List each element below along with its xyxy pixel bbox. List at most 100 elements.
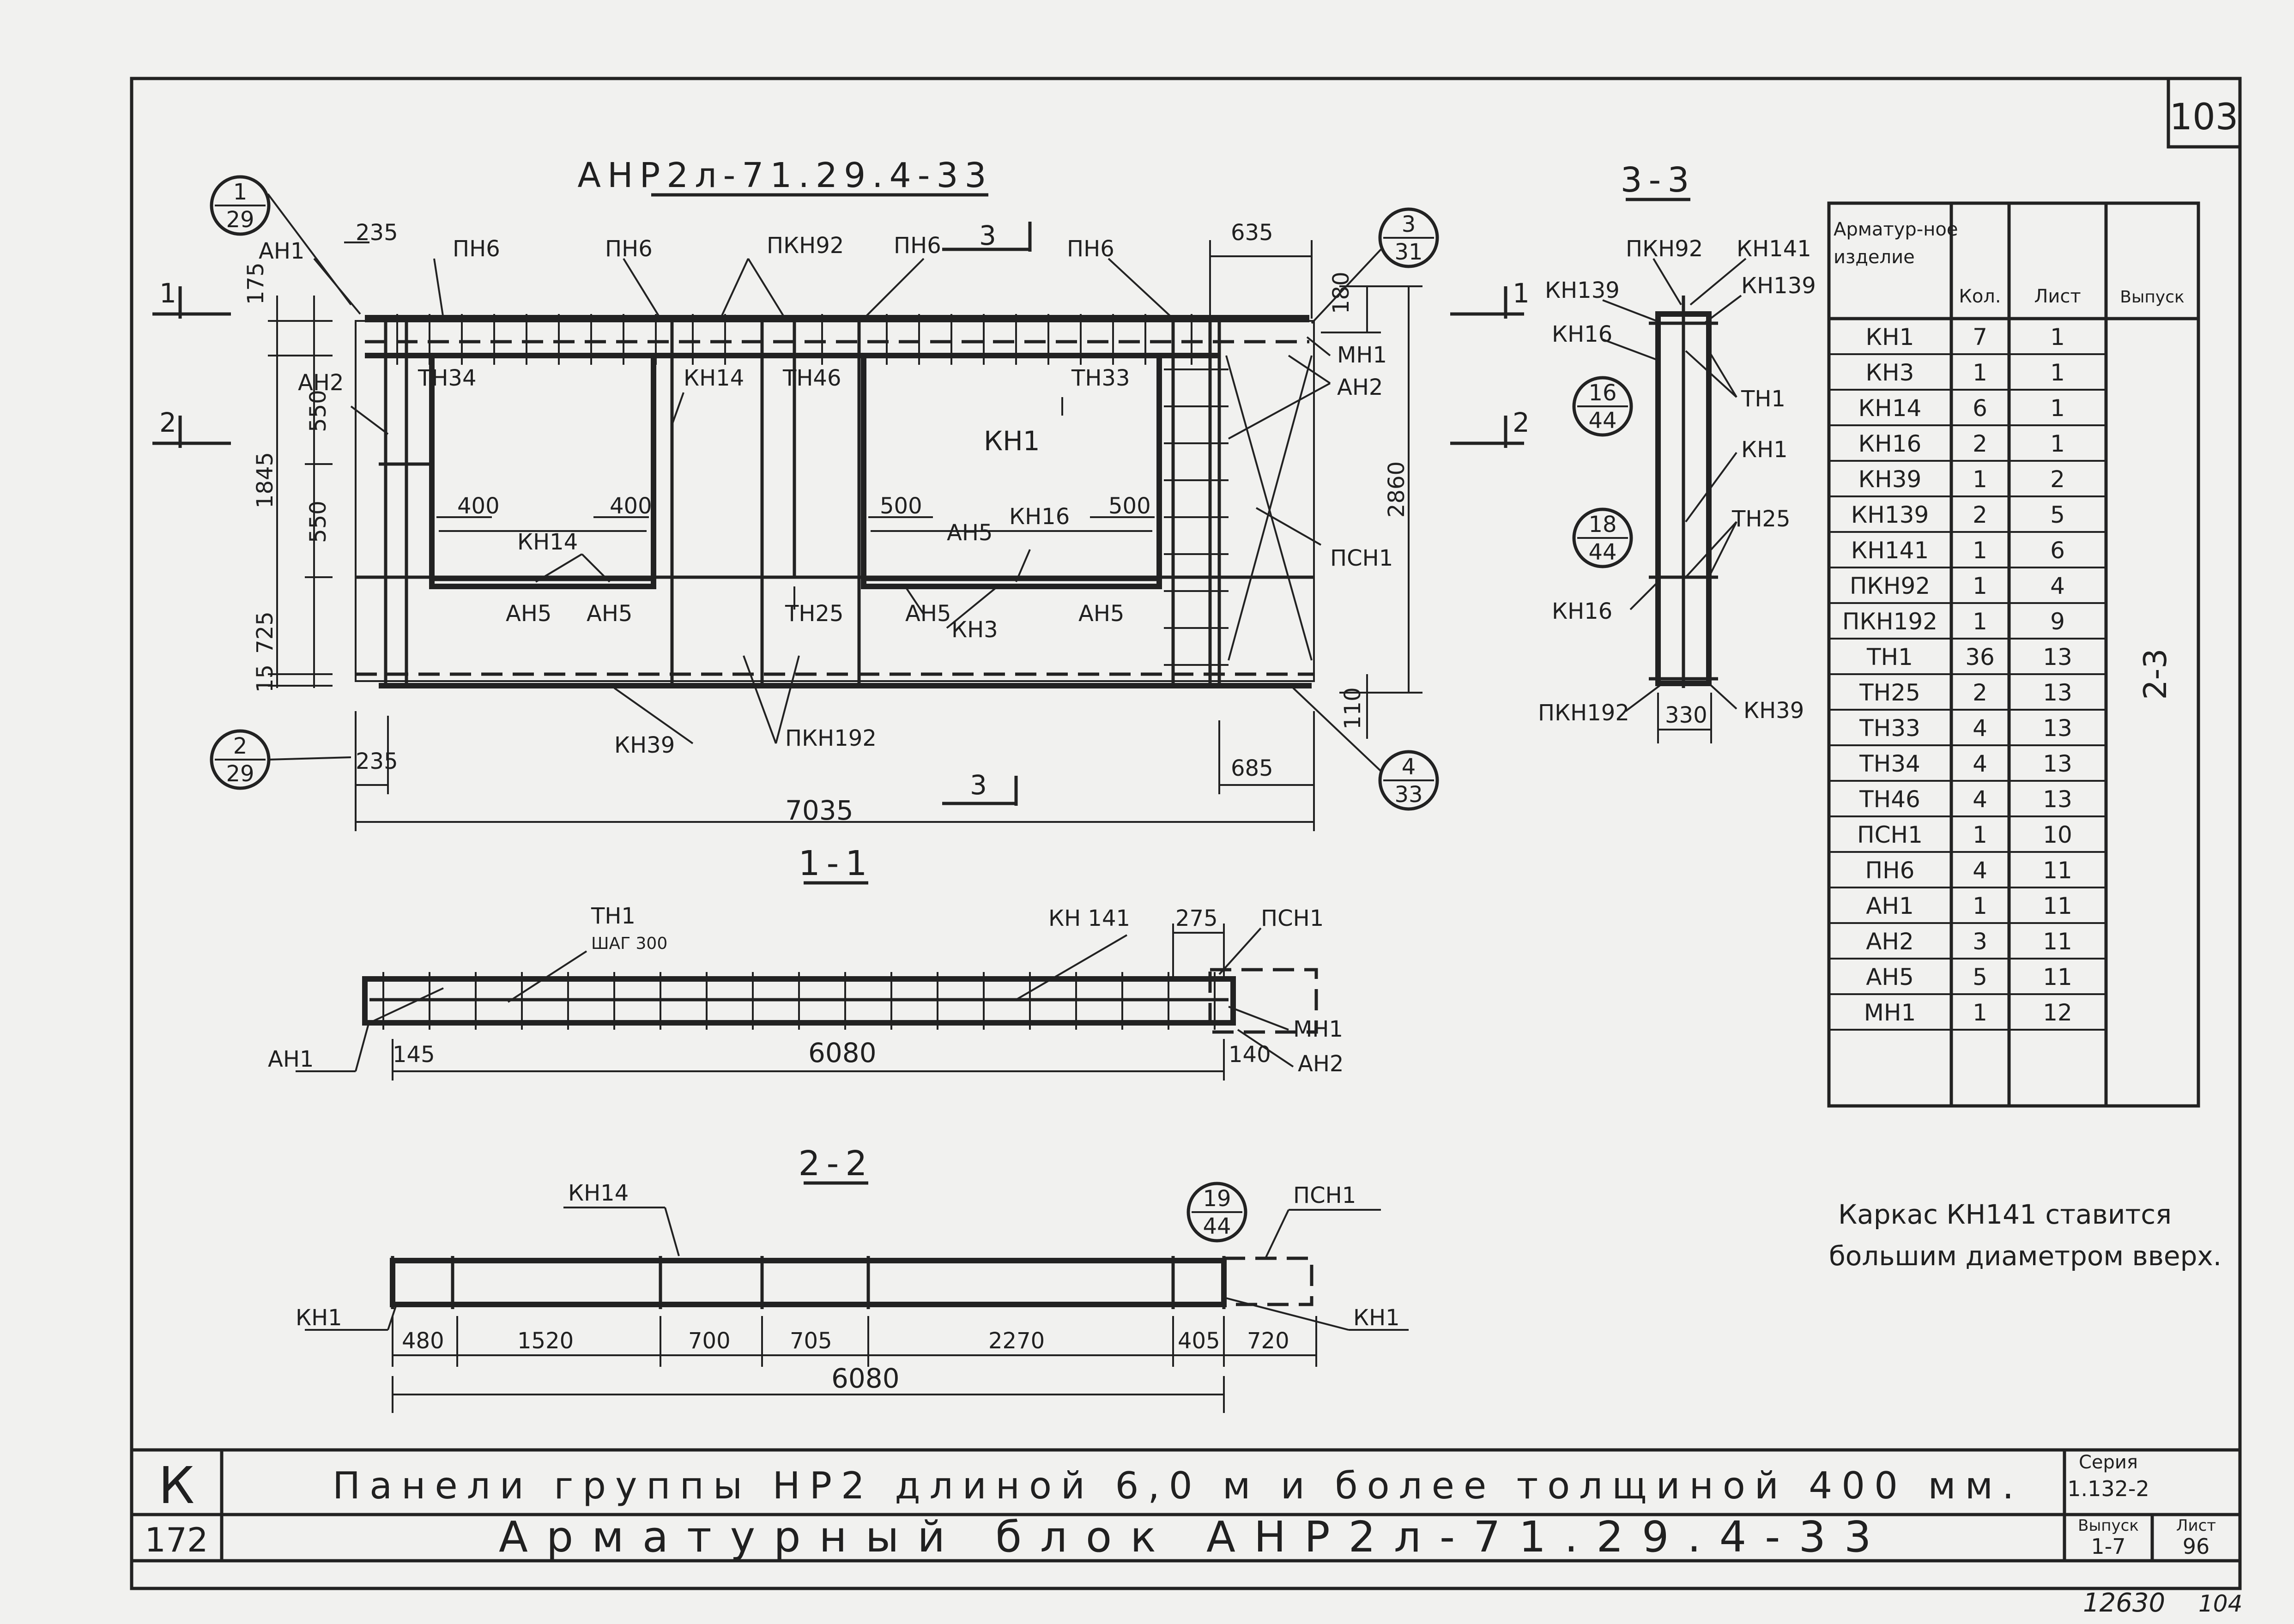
issue-value: 1-7 <box>2091 1534 2125 1559</box>
s33-dim-330: 330 <box>1665 702 1707 728</box>
dim-7035: 7035 <box>785 795 853 826</box>
s22-dim-2270: 2270 <box>988 1328 1045 1354</box>
s11-label-mn1: МН1 <box>1293 1016 1343 1042</box>
spec-cell-item: АН2 <box>1866 928 1914 955</box>
spec-cell-sheet: 13 <box>2043 715 2072 742</box>
spec-cell-sheet: 6 <box>2050 537 2065 564</box>
dim-400-b: 400 <box>610 493 652 519</box>
s22-dim-480: 480 <box>402 1328 444 1354</box>
s22-dim-405: 405 <box>1178 1328 1220 1354</box>
callout-16-44: 16 44 <box>1572 376 1633 437</box>
spec-cell-qty: 4 <box>1973 857 1987 884</box>
dim-685: 685 <box>1231 755 1273 781</box>
svg-text:44: 44 <box>1203 1213 1231 1239</box>
page-number: 103 <box>2170 97 2239 138</box>
label-an5-a: АН5 <box>947 520 993 546</box>
dim-1845: 1845 <box>252 452 278 508</box>
section-mark-2-right: 2 <box>1513 407 1530 438</box>
label-pkn92: ПКН92 <box>767 233 844 259</box>
svg-text:4: 4 <box>1402 754 1416 780</box>
label-pn6-d: ПН6 <box>1067 236 1114 262</box>
svg-text:31: 31 <box>1394 239 1422 265</box>
section-mark-1-left: 1 <box>159 278 176 309</box>
spec-cell-sheet: 12 <box>2043 999 2072 1026</box>
dim-550-b: 550 <box>305 501 331 543</box>
spec-header-issue: Выпуск <box>2120 288 2185 307</box>
dim-235-bottom: 235 <box>356 749 398 774</box>
dim-500-a: 500 <box>880 493 922 519</box>
spec-cell-qty: 4 <box>1973 750 1987 777</box>
archive-number: 12630 <box>2083 1588 2165 1618</box>
spec-cell-sheet: 11 <box>2043 857 2072 884</box>
spec-cell-sheet: 13 <box>2043 786 2072 813</box>
issue-label: Выпуск <box>2078 1516 2139 1535</box>
callout-4-33: 4 33 <box>1292 687 1439 811</box>
s11-label-tn1: ТН1 <box>591 903 636 929</box>
section-2-2-title: 2-2 <box>799 1144 874 1183</box>
s22-dim-1520: 1520 <box>517 1328 574 1354</box>
opening-left <box>429 353 656 589</box>
spec-cell-item: ТН34 <box>1859 750 1920 777</box>
s22-dim-700: 700 <box>688 1328 731 1354</box>
s11-label-step: ШАГ 300 <box>591 934 667 953</box>
label-tn34: ТН34 <box>418 365 477 391</box>
section-1-1: 1-1 <box>268 844 1344 1081</box>
svg-text:18: 18 <box>1588 512 1616 537</box>
spec-cell-item: ТН33 <box>1859 715 1920 742</box>
spec-cell-item: КН141 <box>1851 537 1929 564</box>
spec-header-qty: Кол. <box>1959 286 2001 307</box>
spec-cell-sheet: 2 <box>2050 466 2065 493</box>
series-label: Серия <box>2079 1452 2138 1473</box>
spec-cell-sheet: 1 <box>2050 359 2065 386</box>
spec-cell-item: КН39 <box>1858 466 1922 493</box>
label-pn6-b: ПН6 <box>605 236 653 262</box>
label-pn6-a: ПН6 <box>453 236 500 262</box>
spec-cell-sheet: 1 <box>2050 324 2065 350</box>
spec-cell-qty: 4 <box>1973 786 1987 813</box>
s11-label-an1: АН1 <box>268 1046 314 1072</box>
spec-cell-qty: 2 <box>1973 501 1987 528</box>
dim-110: 110 <box>1340 687 1366 730</box>
label-tn46: ТН46 <box>782 365 841 391</box>
s22-label-kn1-right: КН1 <box>1353 1305 1400 1331</box>
spec-cell-qty: 1 <box>1973 608 1987 635</box>
dim-175: 175 <box>243 262 269 305</box>
s11-label-kn141: КН 141 <box>1048 906 1130 931</box>
s11-dim-145: 145 <box>393 1042 435 1068</box>
label-kn16: КН16 <box>1009 504 1070 530</box>
callout-18-44: 18 44 <box>1572 507 1633 568</box>
s22-label-psn1: ПСН1 <box>1293 1183 1356 1208</box>
note-line-2: большим диаметром вверх. <box>1829 1240 2221 1272</box>
section-3-3: 3-3 ПКН92 КН141 КН139 КН139 КН16 <box>1538 160 1816 743</box>
s11-label-psn1: ПСН1 <box>1261 906 1324 931</box>
spec-header-sheet: Лист <box>2034 286 2081 307</box>
spec-cell-sheet: 13 <box>2043 644 2072 670</box>
spec-cell-item: КН139 <box>1851 501 1929 528</box>
spec-cell-item: ПКН92 <box>1850 573 1930 599</box>
spec-cell-qty: 2 <box>1973 679 1987 706</box>
spec-cell-item: ТН25 <box>1859 679 1920 706</box>
section-mark-3-bottom: 3 <box>970 769 987 801</box>
spec-cell-item: КН14 <box>1858 395 1922 422</box>
spec-cell-sheet: 5 <box>2050 501 2065 528</box>
s33-label-tn1: ТН1 <box>1741 386 1786 412</box>
spec-cell-item: ТН1 <box>1866 644 1913 670</box>
svg-text:29: 29 <box>226 207 254 233</box>
label-tn25: ТН25 <box>785 601 844 627</box>
spec-cell-item: АН1 <box>1866 893 1914 919</box>
spec-cell-item: КН16 <box>1858 430 1922 457</box>
s33-label-pkn92: ПКН92 <box>1626 236 1703 262</box>
svg-text:33: 33 <box>1394 782 1422 808</box>
s33-label-kn139-right: КН139 <box>1741 273 1816 299</box>
stamp-number: 172 <box>145 1521 208 1559</box>
spec-cell-qty: 1 <box>1973 466 1987 493</box>
title-line-2: Арматурный блок АНР2л-71.29.4-33 <box>499 1512 1890 1562</box>
spec-cell-qty: 1 <box>1973 537 1987 564</box>
label-an5-d: АН5 <box>905 601 951 627</box>
s22-dim-720: 720 <box>1247 1328 1289 1354</box>
s33-label-kn39: КН39 <box>1743 698 1804 724</box>
dim-725: 725 <box>252 611 278 654</box>
